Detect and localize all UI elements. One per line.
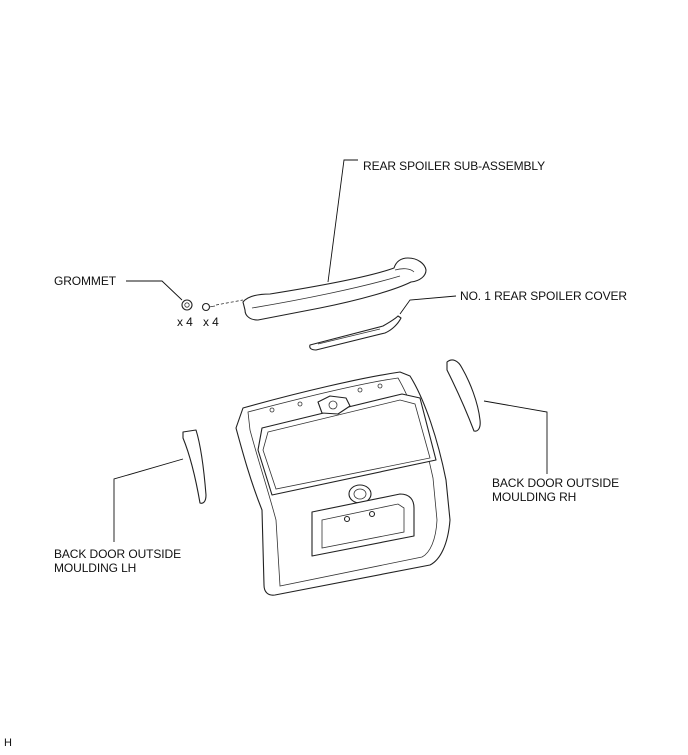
spoiler-cover-part <box>309 315 402 351</box>
label-back-door-moulding-rh: BACK DOOR OUTSIDE MOULDING RH <box>492 476 619 504</box>
label-grommet-quantity: x 4 <box>177 315 193 329</box>
leader-moulding-rh <box>483 400 548 474</box>
label-back-door-moulding-lh: BACK DOOR OUTSIDE MOULDING LH <box>54 547 181 575</box>
label-screw-quantity: x 4 <box>203 315 219 329</box>
leader-grommet <box>126 280 183 301</box>
moulding-rh-part <box>446 359 481 432</box>
leader-moulding-lh <box>113 458 184 542</box>
label-rear-spoiler-sub-assembly: REAR SPOILER SUB-ASSEMBLY <box>363 159 546 173</box>
leader-spoiler-cover <box>399 295 457 315</box>
rear-spoiler-part <box>242 257 427 321</box>
illustration-code: H <box>4 737 12 749</box>
back-door-panel <box>235 371 451 596</box>
moulding-lh-part <box>182 429 207 504</box>
grommet-part <box>181 299 193 311</box>
screw-part <box>201 302 216 312</box>
label-grommet: GROMMET <box>54 274 116 288</box>
leader-rear-spoiler <box>327 159 358 283</box>
install-path-line <box>215 299 244 306</box>
label-no1-rear-spoiler-cover: NO. 1 REAR SPOILER COVER <box>460 289 627 303</box>
